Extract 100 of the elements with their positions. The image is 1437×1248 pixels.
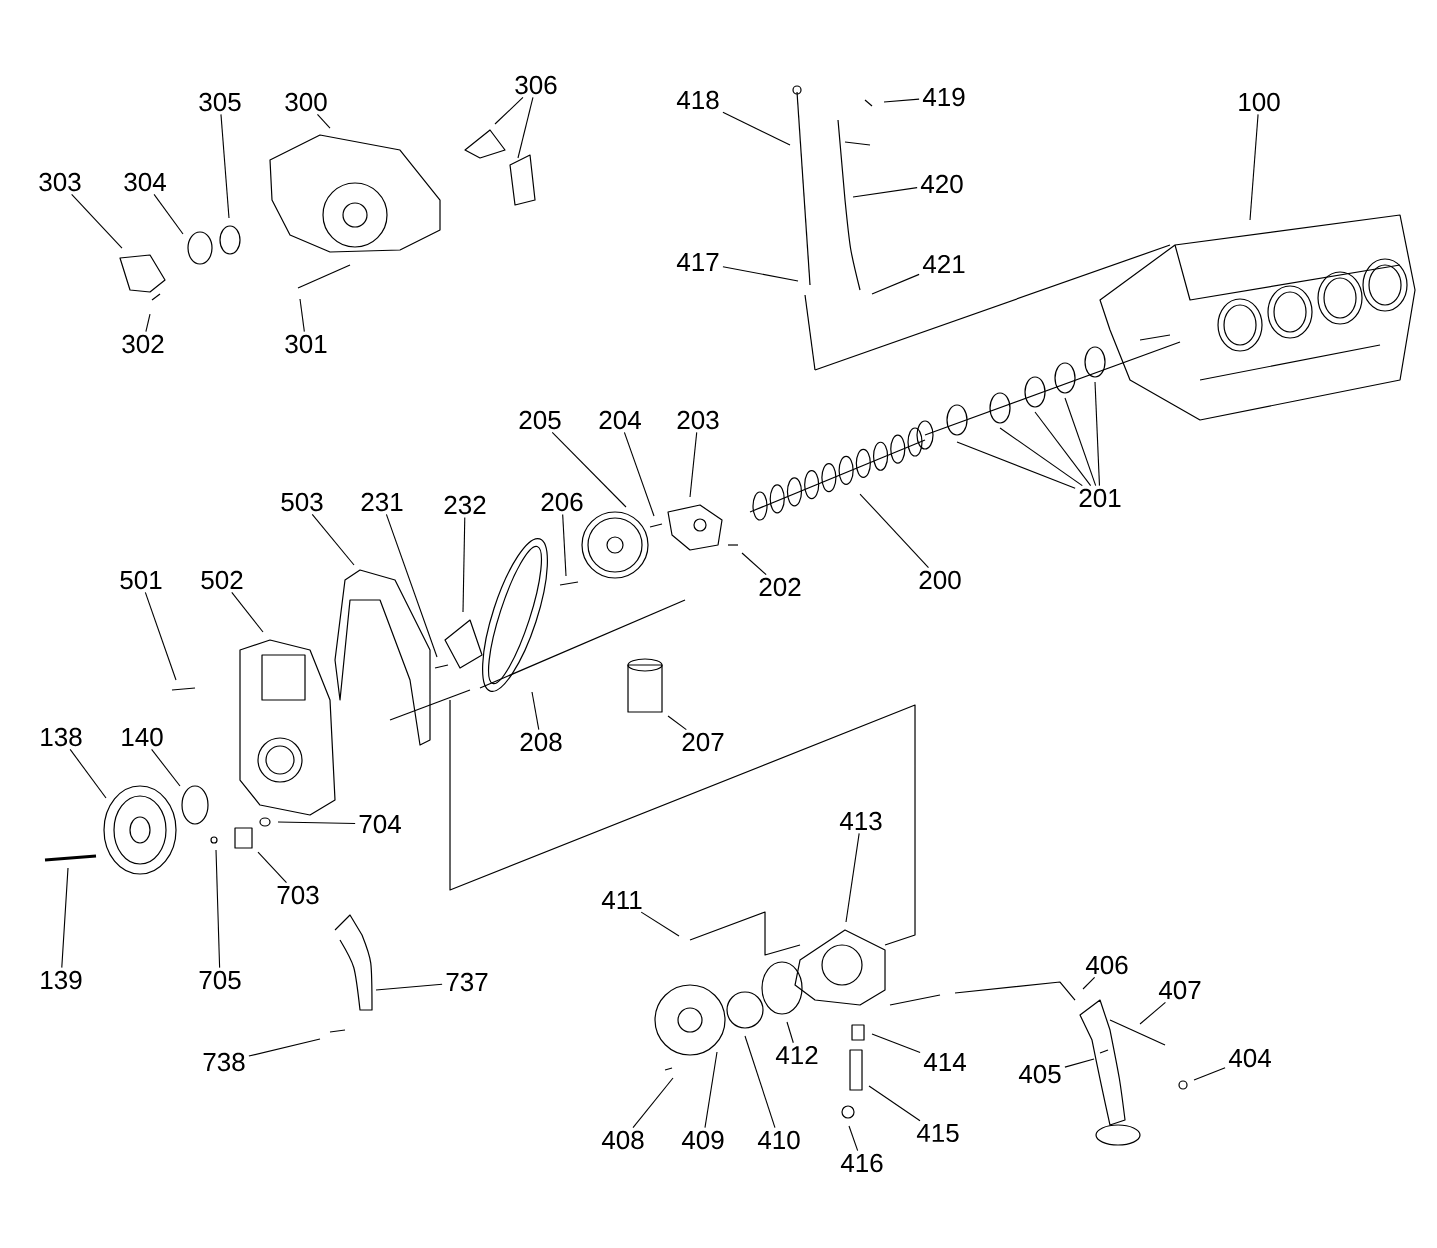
leader-line [852, 187, 918, 198]
callout-number: 420 [920, 174, 963, 194]
leader-line [1034, 411, 1092, 487]
leader-line [704, 1051, 718, 1129]
callout-number: 232 [444, 495, 486, 515]
callout-number: 207 [682, 732, 724, 752]
callout-number: 407 [1158, 980, 1201, 1000]
callout-number: 409 [681, 1130, 724, 1150]
callout-number: 306 [515, 75, 557, 95]
leader-line [562, 513, 567, 577]
leader-line [1082, 976, 1096, 990]
callout-number: 405 [1018, 1064, 1061, 1084]
callout-number: 203 [677, 410, 719, 430]
leader-line [311, 513, 355, 566]
leader-line [1139, 1001, 1166, 1025]
callout-number: 413 [839, 811, 882, 831]
leader-line [153, 193, 184, 235]
leader-line [1064, 397, 1097, 487]
callout-number: 201 [1079, 488, 1121, 508]
callout-number: 704 [359, 814, 401, 834]
callout-number: 303 [39, 172, 81, 192]
callout-number: 406 [1085, 955, 1128, 975]
leader-line [859, 493, 929, 569]
callout-number: 206 [541, 492, 583, 512]
callout-number: 503 [281, 492, 323, 512]
leader-line [144, 591, 177, 681]
leader-line [257, 851, 288, 884]
callout-number: 138 [41, 727, 82, 747]
leader-line [385, 513, 438, 658]
leader-line [220, 113, 230, 219]
callout-number: 703 [277, 885, 319, 905]
callout-number: 404 [1228, 1048, 1271, 1068]
leader-line [1094, 381, 1101, 487]
callout-number: 412 [775, 1045, 818, 1065]
leader-line [786, 1021, 794, 1044]
callout-number: 411 [601, 891, 642, 909]
callout-number: 301 [285, 334, 327, 354]
leader-line [871, 273, 920, 295]
callout-number: 418 [676, 90, 719, 110]
callout-number: 421 [922, 254, 965, 274]
leader-line [151, 748, 181, 787]
leader-line [845, 832, 860, 923]
callout-number: 415 [916, 1123, 959, 1143]
leader-line [956, 441, 1076, 489]
leader-line [722, 111, 791, 146]
leader-line [1249, 113, 1259, 221]
callout-number: 502 [201, 570, 243, 590]
leader-line [248, 1038, 321, 1057]
leader-line [1193, 1067, 1226, 1081]
leader-line [689, 431, 698, 498]
leader-line [277, 821, 356, 825]
leader-line [999, 427, 1083, 487]
leader-line [145, 313, 151, 333]
callout-number: 414 [923, 1053, 966, 1071]
leader-line [517, 96, 534, 159]
leader-line [871, 1033, 921, 1054]
leader-line [215, 849, 221, 969]
callout-number: 419 [922, 87, 965, 107]
leader-line [531, 691, 540, 731]
leader-line [69, 748, 107, 799]
callout-number: 305 [199, 92, 241, 112]
leader-line [741, 552, 767, 576]
leader-line [623, 431, 655, 517]
leader-line [632, 1077, 674, 1129]
leader-line [299, 298, 305, 333]
leader-line [868, 1085, 921, 1122]
callout-number: 410 [757, 1130, 800, 1150]
callout-number: 208 [520, 732, 562, 752]
leader-line [71, 193, 123, 249]
callout-number: 416 [840, 1153, 883, 1173]
leader-line [1064, 1058, 1095, 1068]
callout-number: 139 [41, 970, 82, 990]
leader-line [462, 516, 466, 613]
callout-number: 202 [759, 577, 801, 597]
leader-line [722, 266, 799, 282]
callout-number: 408 [601, 1130, 644, 1150]
callout-number: 705 [199, 970, 241, 990]
leader-line [316, 113, 331, 129]
leader-line [375, 983, 443, 991]
callout-number: 300 [285, 92, 327, 112]
callout-number: 231 [361, 492, 403, 512]
callout-number: 417 [676, 253, 719, 271]
callout-number: 304 [124, 172, 166, 192]
leader-line [640, 911, 680, 937]
callout-number: 100 [1239, 92, 1280, 112]
callout-number: 302 [122, 334, 164, 354]
callout-number: 738 [203, 1052, 245, 1072]
callout-number: 501 [120, 570, 162, 590]
leader-line [667, 715, 687, 731]
leader-line [848, 1125, 859, 1152]
callout-number: 140 [122, 727, 163, 747]
leader-line [231, 591, 264, 633]
callout-number: 200 [919, 570, 961, 590]
callout-number: 737 [446, 972, 488, 992]
leader-line [883, 98, 920, 103]
leader-line [61, 867, 69, 969]
callout-number: 205 [519, 410, 561, 430]
leader-line [744, 1035, 776, 1129]
leader-line [494, 96, 524, 125]
leader-line [551, 431, 627, 508]
